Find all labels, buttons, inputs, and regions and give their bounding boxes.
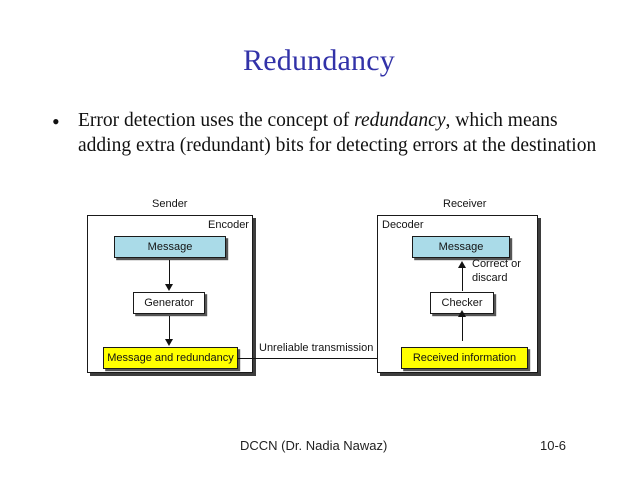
receiver-message-box: Message [412, 236, 510, 258]
receiver-arrow-2-line [462, 267, 463, 291]
sender-arrow-2-line [169, 316, 170, 340]
page-title: Redundancy [243, 44, 395, 77]
bullet-text-before: Error detection uses the concept of [78, 110, 355, 131]
generator-box: Generator [133, 292, 205, 314]
redundancy-diagram: Sender Encoder Message Generator Message… [0, 192, 638, 392]
sender-caption: Sender [152, 198, 188, 210]
correct-or-discard-label: Correct or discard [472, 258, 521, 284]
encoder-label: Encoder [208, 219, 249, 231]
bullet-list: • Error detection uses the concept of re… [48, 108, 600, 158]
footer-course-label: DCCN (Dr. Nadia Nawaz) [240, 438, 388, 453]
bullet-emphasis-term: redundancy [354, 110, 446, 131]
sender-arrow-1-line [169, 260, 170, 285]
message-and-redundancy-box: Message and redundancy [103, 347, 238, 369]
bullet-paragraph: Error detection uses the concept of redu… [78, 108, 600, 158]
bullet-marker: • [52, 109, 60, 134]
sender-arrow-2-head [165, 339, 173, 346]
transmission-label: Unreliable transmission [259, 342, 374, 354]
receiver-arrow-1-line [462, 316, 463, 341]
sender-message-box: Message [114, 236, 226, 258]
footer-slide-number: 10-6 [540, 438, 567, 453]
receiver-caption: Receiver [443, 198, 487, 210]
transmission-line [238, 358, 393, 359]
receiver-arrow-1-head [458, 310, 466, 317]
decoder-label: Decoder [382, 219, 424, 231]
received-information-box: Received information [401, 347, 528, 369]
bullet-text-after: , which means adding extra (redundant) b… [78, 110, 597, 156]
sender-arrow-1-head [165, 284, 173, 291]
receiver-arrow-2-head [458, 261, 466, 268]
